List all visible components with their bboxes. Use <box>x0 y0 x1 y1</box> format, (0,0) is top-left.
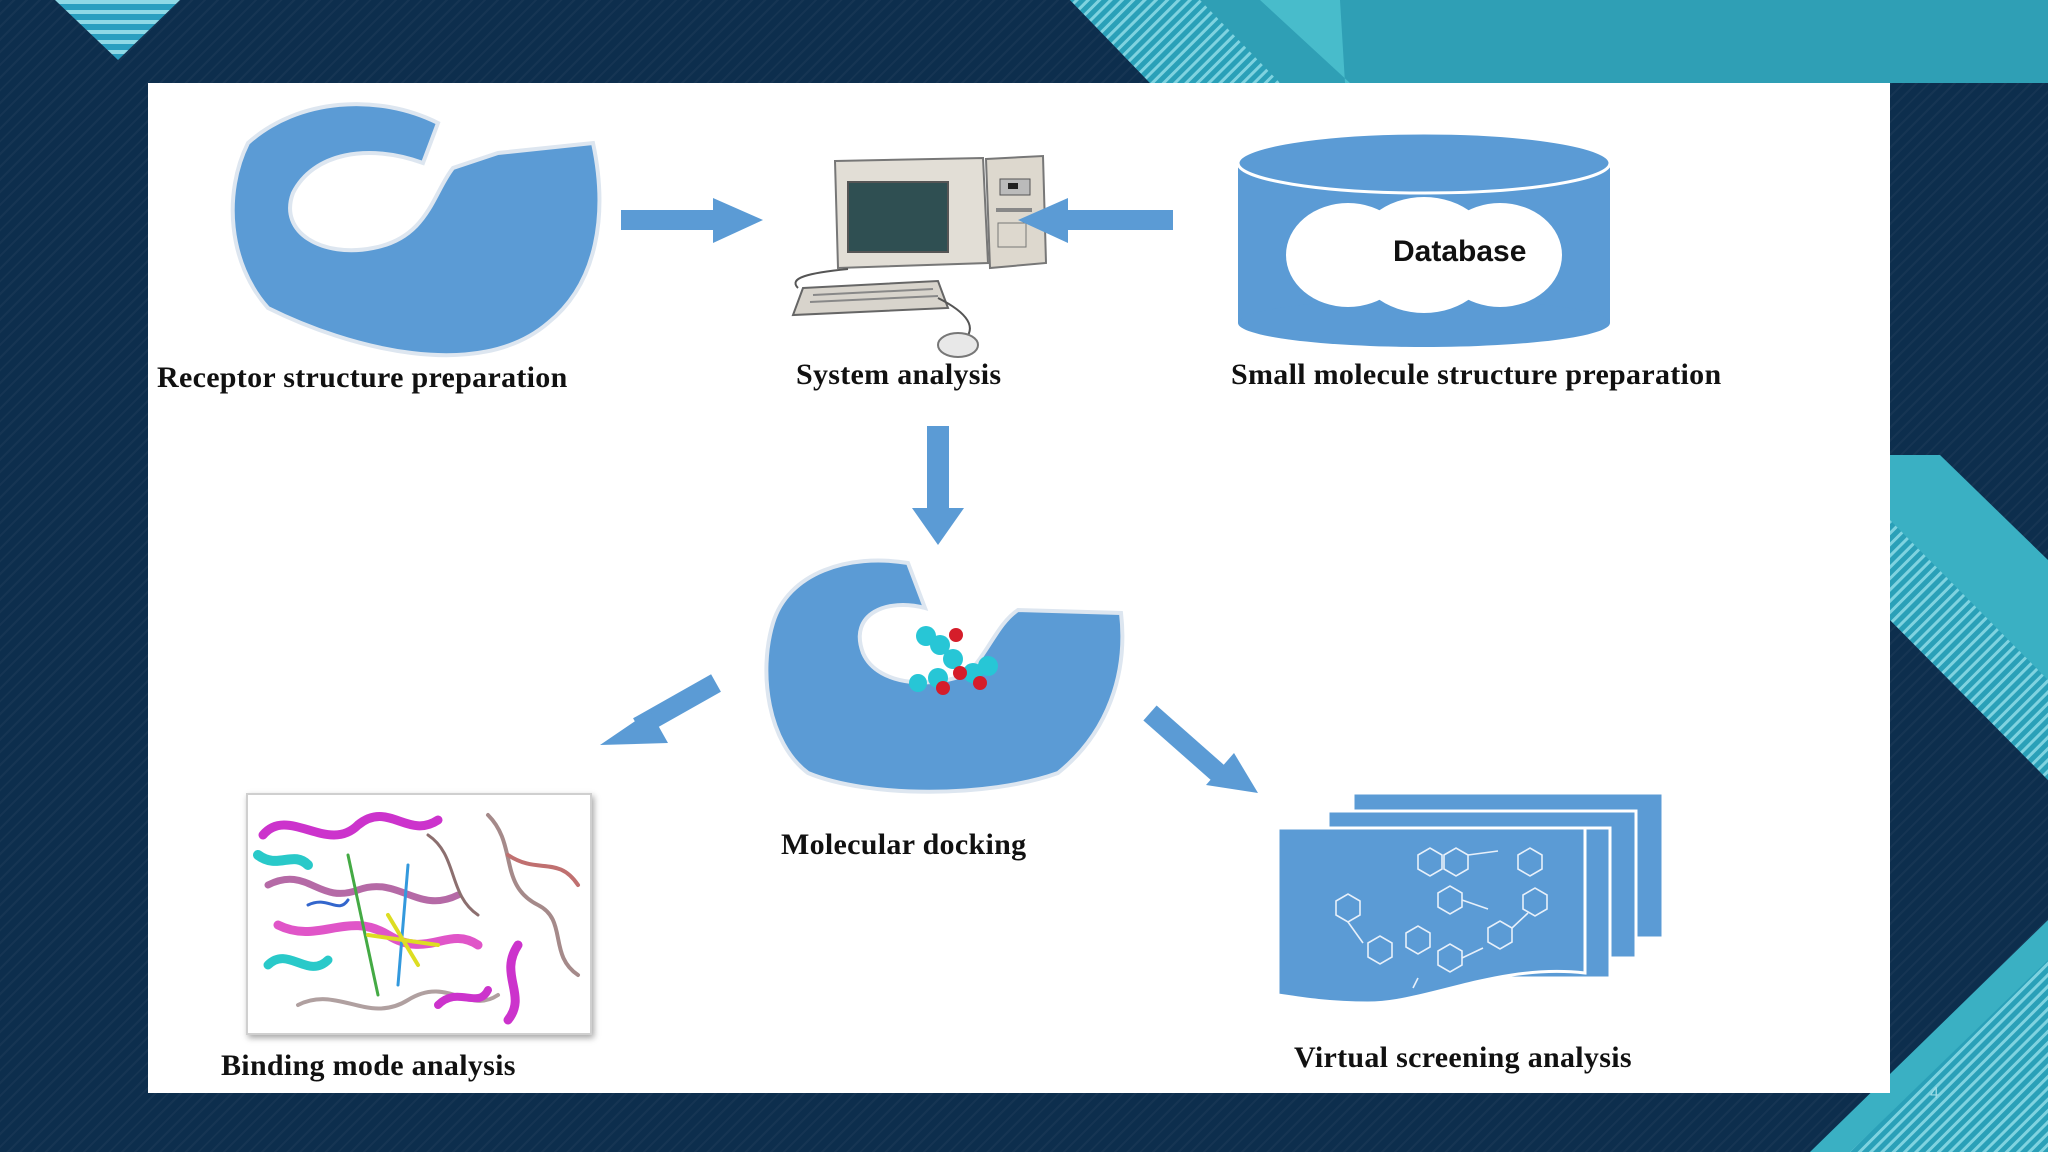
database-icon <box>1236 131 1612 347</box>
workflow-diagram <box>230 102 1665 1005</box>
system-analysis-label: System analysis <box>796 358 1002 391</box>
screening-sheets-icon <box>1276 791 1665 1005</box>
computer-icon <box>791 154 1048 358</box>
arrow-down-right-icon <box>1143 705 1258 793</box>
slide-content: Receptor structure preparation System an… <box>148 83 1890 1093</box>
docking-complex-icon <box>764 558 1125 794</box>
small-molecule-label: Small molecule structure preparation <box>1231 358 1722 391</box>
arrow-down-left-icon <box>600 674 721 745</box>
virtual-screening-label: Virtual screening analysis <box>1294 1041 1632 1074</box>
ligand-molecule-icon <box>909 626 998 695</box>
molecular-docking-label: Molecular docking <box>781 828 1027 861</box>
binding-mode-image <box>246 793 592 1035</box>
receptor-label: Receptor structure preparation <box>157 361 568 394</box>
arrow-down-icon <box>912 426 964 545</box>
binding-mode-label: Binding mode analysis <box>221 1049 516 1082</box>
page-number: 4 <box>1930 1085 1939 1102</box>
protein-ribbon-icon <box>248 795 590 1033</box>
arrow-right-icon <box>621 198 763 243</box>
chemical-structure-icon <box>1335 847 1548 989</box>
corner-chevron-shape <box>55 0 180 60</box>
arrow-left-icon <box>1018 198 1173 243</box>
database-label: Database <box>1393 235 1527 268</box>
receptor-icon <box>230 102 602 358</box>
